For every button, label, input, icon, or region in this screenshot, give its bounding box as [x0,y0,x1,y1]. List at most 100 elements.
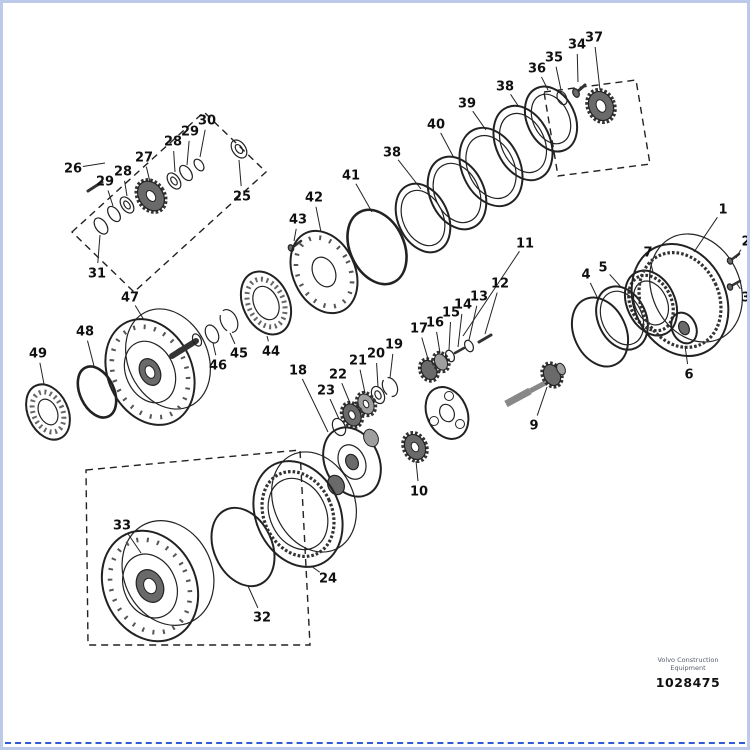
callout-leader-3 [736,283,741,290]
dashed-box-gear-train [70,111,268,293]
callout-45: 45 [230,347,248,362]
callout-leader-27 [145,166,151,183]
callout-43: 43 [289,213,307,228]
part-9-shaft [504,361,566,408]
callout-leader-7 [649,261,654,273]
part-28-washer-left [119,196,135,214]
callout-36: 36 [528,62,546,77]
part-10-sun-gear [401,430,429,464]
callout-30: 30 [198,114,216,129]
callout-14: 14 [454,298,472,313]
callout-12: 12 [491,277,509,292]
callout-leader-4 [589,282,599,300]
part-7-gear-ring [623,269,679,337]
callout-leader-2 [735,249,742,259]
part-25-washer [230,139,248,159]
callout-leader-34 [576,53,579,83]
callout-leader-23 [329,398,340,420]
callout-20: 20 [367,347,385,362]
callout-11: 11 [516,237,534,252]
callout-leader-43 [293,228,297,242]
callout-leader-22 [341,383,351,404]
callout-46: 46 [209,359,227,374]
callout-33: 33 [113,519,131,534]
part-33-hub [100,520,215,643]
callout-leader-24 [310,565,321,573]
callout-9: 9 [529,419,538,434]
callout-leader-37 [594,46,601,91]
callout-leader-28 [173,150,176,173]
callout-leader-41 [355,183,373,213]
callout-49: 49 [29,347,47,362]
part-40-ring [426,155,488,231]
callout-16: 16 [426,316,444,331]
callout-leader-45 [229,332,236,345]
part-46-washer [204,324,220,344]
callout-4: 4 [581,268,590,283]
callout-41: 41 [342,169,360,184]
brand-block: Volvo Construction Equipment 1028475 [640,657,736,690]
part-37-pinion-gear [585,87,617,125]
callout-leader-38 [510,94,520,108]
part-22-gear [339,400,365,430]
part-41-oring [346,208,408,286]
part-48-oring [76,365,118,419]
callout-leader-10 [415,460,419,482]
callout-leader-30 [199,129,206,158]
callout-leader-42 [315,206,322,233]
brand-name: Volvo Construction Equipment [640,657,736,673]
part-38-ring-right [492,104,554,182]
callout-leader-29 [107,190,114,207]
part-3-bolt [726,279,742,291]
part-20-washer [370,385,386,405]
callout-leader-28 [124,180,128,197]
callout-28: 28 [114,165,132,180]
callout-2: 2 [741,235,750,250]
callout-34: 34 [568,38,586,53]
part-35-plug [556,90,568,106]
callout-21: 21 [349,354,367,369]
brand-line-1: Volvo Construction [657,656,719,665]
callout-17: 17 [410,322,428,337]
callout-19: 19 [385,338,403,353]
callout-28: 28 [164,135,182,150]
callout-leader-25 [238,159,242,187]
callout-23: 23 [317,384,335,399]
callout-leader-29 [186,140,190,166]
callout-leader-38 [397,159,422,190]
callout-leader-33 [127,532,142,554]
callout-40: 40 [427,118,445,133]
callout-leader-17 [421,337,429,360]
part-11-carrier-hub [424,386,470,440]
callout-3: 3 [741,291,750,306]
part-47-housing [104,308,211,426]
callout-29: 29 [96,175,114,190]
callout-13: 13 [470,290,488,305]
callout-42: 42 [305,191,323,206]
part-29-washer-right [179,164,193,182]
part-16-gear [431,350,451,374]
callout-leader-13 [468,305,478,341]
callout-leader-15 [448,321,451,351]
callout-leader-6 [684,345,689,365]
brand-line-2: Equipment [670,664,706,673]
part-1-ring-gear [630,233,743,358]
callout-24: 24 [319,572,337,587]
callout-31: 31 [88,267,106,282]
part-27-gear [134,178,168,214]
callout-39: 39 [458,97,476,112]
part-18-carrier [322,426,382,498]
callout-leader-16 [436,331,441,354]
dashed-box-pinion-group [543,79,651,177]
callout-leader-44 [266,335,269,342]
part-39-ring [458,126,524,208]
callout-29: 29 [181,125,199,140]
callout-leader-11 [462,251,520,337]
callout-leader-1 [693,217,718,253]
callout-35: 35 [545,51,563,66]
callout-leader-36 [541,76,549,91]
callout-leader-21 [359,369,366,394]
